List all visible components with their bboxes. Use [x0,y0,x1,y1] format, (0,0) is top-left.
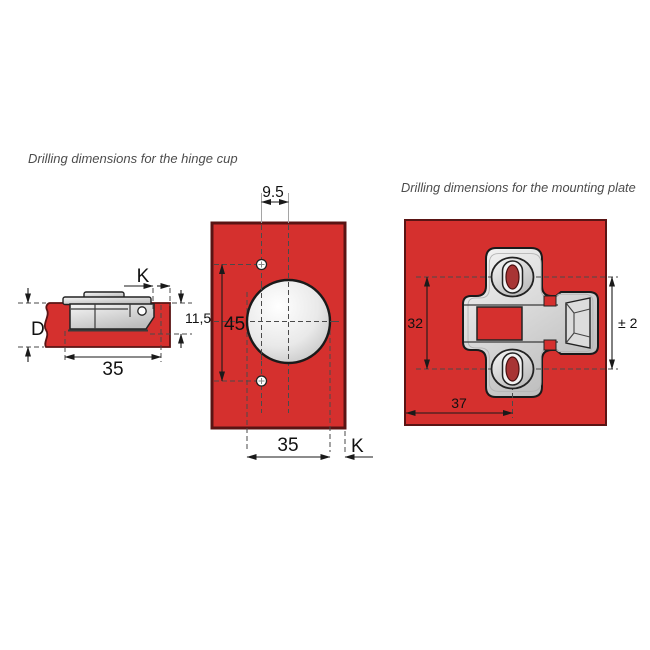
edge-distance-k-label: K [351,436,364,457]
screw-spacing-label: 45 [224,314,245,335]
hinge-cup-side [62,291,155,332]
dimension-cup-diameter: 35 [246,435,331,460]
hinge-cup-title: Drilling dimensions for the hinge cup [28,151,238,166]
cup-diameter-label: 35 [277,435,298,456]
dimension-plate-screw-spacing: 32 [407,276,430,370]
height-adjustment-label: ± 2 [618,315,638,331]
plate-screw-spacing-label: 32 [407,315,423,331]
screw-slot-top [490,256,535,298]
cup-width-label: 35 [102,359,123,380]
plate-window-bottom [543,339,557,351]
cup-screw-detail [137,306,147,316]
board-thickness-label: D [31,319,45,340]
dimension-plate-edge-distance: 37 [405,395,513,416]
cup-depth-label: 11,5 [185,310,211,326]
hinge-cup-side-view: D K 11,5 35 [18,266,211,380]
dimension-edge-distance-k: K [344,436,373,460]
dimension-screw-spacing: 45 [219,264,245,382]
plate-window-top [543,295,557,307]
cup-body [69,303,155,330]
reveal-k-label: K [137,266,150,287]
mounting-plate-view: 32 ± 2 37 [404,219,638,426]
screw-slot-bottom [490,348,535,390]
mounting-plate-title: Drilling dimensions for the mounting pla… [401,180,636,195]
dimension-cup-width-side: 35 [64,305,162,380]
plate-screw-window [476,306,523,341]
screw-hole-bottom [255,375,268,387]
dimension-cup-depth: 11,5 [150,290,211,348]
plate-arm-socket [565,297,591,349]
dimension-height-adjustment: ± 2 [609,276,638,370]
screw-hole-top [255,258,268,271]
dimension-center-offset: 9.5 [261,184,289,205]
center-offset-label: 9.5 [262,184,284,201]
dimension-board-thickness: D [18,288,46,362]
dimension-reveal-k-side: K [124,266,171,312]
hinge-cup-drilling-view: 9.5 45 35 K [210,184,373,460]
plate-edge-distance-label: 37 [451,395,467,411]
